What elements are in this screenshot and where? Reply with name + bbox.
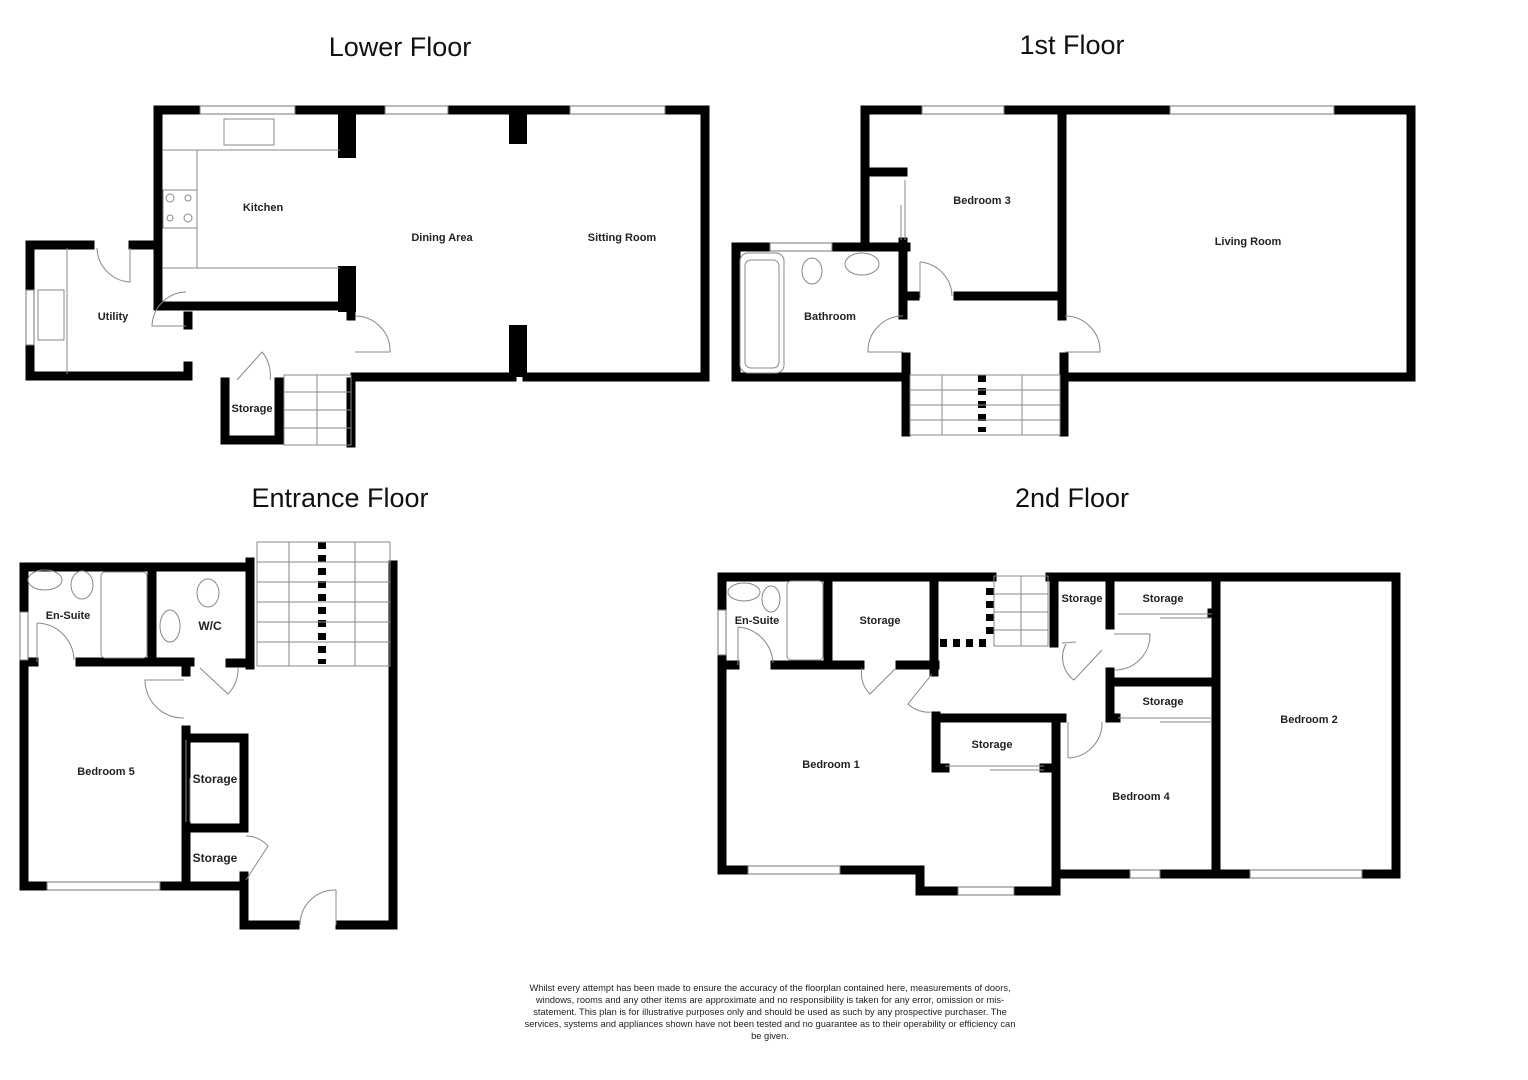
room-label-storage: Storage xyxy=(859,615,901,627)
room-label-kitchen: Kitchen xyxy=(242,202,284,214)
room-label-storage: Storage xyxy=(1142,593,1184,605)
room-label-storage: Storage xyxy=(231,403,273,415)
first-floor-walls xyxy=(731,105,1416,437)
entrance-floor-walls xyxy=(19,557,398,930)
room-label-sitting-room: Sitting Room xyxy=(587,232,657,244)
room-label-dining-area: Dining Area xyxy=(411,232,473,244)
room-label-bedroom-5: Bedroom 5 xyxy=(77,766,135,778)
room-label-storage: Storage xyxy=(1061,593,1103,605)
room-label-storage: Storage xyxy=(192,772,238,786)
room-label-bedroom-2: Bedroom 2 xyxy=(1280,714,1338,726)
room-label-en-suite: En-Suite xyxy=(734,615,780,627)
entrance-floor-title: Entrance Floor xyxy=(251,483,429,513)
room-label-en-suite: En-Suite xyxy=(45,610,91,622)
room-label-living-room: Living Room xyxy=(1214,236,1282,248)
room-label-storage: Storage xyxy=(192,851,238,865)
room-label-storage: Storage xyxy=(1142,696,1184,708)
room-label-wc: W/C xyxy=(198,619,222,633)
room-label-storage: Storage xyxy=(971,739,1013,751)
second-floor-walls xyxy=(717,572,1401,896)
disclaimer-text: Whilst every attempt has been made to en… xyxy=(524,983,1016,1041)
room-label-utility: Utility xyxy=(97,311,129,323)
lower-floor-title: Lower Floor xyxy=(328,32,472,62)
lower-floor-walls xyxy=(25,105,710,448)
second-floor-title: 2nd Floor xyxy=(1014,483,1130,513)
room-label-bedroom-1: Bedroom 1 xyxy=(802,759,860,771)
first-floor-title: 1st Floor xyxy=(1019,30,1125,60)
room-label-bedroom-3: Bedroom 3 xyxy=(953,195,1011,207)
room-label-bathroom: Bathroom xyxy=(804,311,856,323)
room-label-bedroom-4: Bedroom 4 xyxy=(1112,791,1170,803)
